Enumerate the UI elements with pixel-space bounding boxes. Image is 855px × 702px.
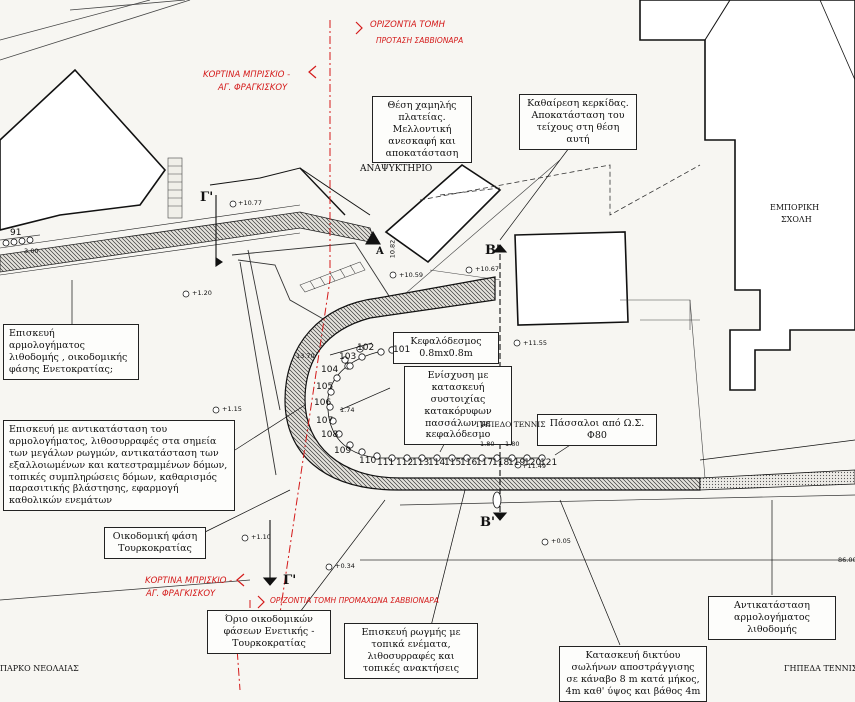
label-tennis-court: ΓΗΠΕΔΟ ΤΕΝΝΙΣ — [476, 420, 546, 429]
level-180b: 1.80 — [505, 440, 520, 448]
pile-number: 105 — [316, 382, 334, 392]
pile-number: 103 — [339, 352, 357, 362]
pile-number: 112 — [396, 458, 414, 468]
note-replace-masonry: Επισκευή με αντικατάσταση του αρμολογήμα… — [3, 420, 235, 512]
section-mark-g-bot: Γ' — [283, 573, 297, 588]
building-left — [0, 68, 167, 231]
note-cap-beam: Κεφαλόδεσμος 0.8mx0.8m — [393, 332, 499, 364]
level-115: +1.15 — [222, 405, 242, 413]
pile-number: 107 — [316, 416, 334, 426]
pile-number: 111 — [377, 458, 395, 468]
kiosk-building — [384, 163, 502, 264]
note-replace-joint: Αντικατάσταση αρμολογήματος λιθοδομής — [708, 596, 836, 640]
building-school — [639, 0, 855, 391]
level-300: 3.00 — [24, 247, 39, 255]
pile-number: 109 — [334, 446, 352, 456]
red-curtain-bot-2: ΑΓ. ΦΡΑΓΚΙΣΚΟΥ — [146, 589, 216, 599]
stair-left — [167, 157, 183, 219]
level-110: +1.10 — [251, 533, 271, 541]
level-1370: 13.70 — [296, 352, 315, 360]
red-curtain-bot-1: ΚΟΡΤΙΝΑ ΜΠΡΙΣΚΙΟ - — [145, 576, 233, 586]
pile-circles-top — [2, 236, 34, 247]
upper-boundary — [209, 167, 371, 216]
note-piles: Πάσσαλοι από Ω.Σ. Φ80 — [537, 414, 657, 446]
red-section-top-1: ΟΡΙΖΟΝΤΙΑ ΤΟΜΗ — [370, 20, 446, 30]
level-1059: +10.59 — [399, 271, 424, 279]
note-crack-repair: Επισκευή ρωγμής με τοπικά ενέματα, λιθοσ… — [344, 623, 478, 679]
section-mark-a: Α — [376, 246, 384, 257]
note-repair-masonry: Επισκευή αρμολογήματος λιθοδομής , οικοδ… — [3, 324, 139, 380]
level-174: 1.74 — [340, 406, 355, 414]
section-mark-b-top: Β' — [485, 243, 500, 258]
pile-number: 113 — [412, 458, 430, 468]
level-1077: +10.77 — [238, 199, 263, 207]
level-034: +0.34 — [335, 562, 355, 570]
pile-number: 101 — [393, 345, 411, 355]
label-school-1: ΕΜΠΟΡΙΚΗ — [770, 203, 820, 212]
level-1149: +11.49 — [522, 462, 547, 470]
note-drain-network: Κατασκευή δικτύου σωλήνων αποστράγγισης … — [559, 646, 707, 702]
level-1067: +10.67 — [475, 265, 500, 273]
level-120: +1.20 — [192, 289, 212, 297]
note-phase-limit: Όριο οικοδομικών φάσεων Ενετικής - Τουρκ… — [207, 610, 331, 654]
pile-number: 117 — [476, 458, 494, 468]
road-lines — [0, 0, 191, 241]
leader-lines — [71, 127, 773, 646]
note-reinforce: Ενίσχυση με κατασκευή συστοιχίας κατακόρ… — [404, 366, 512, 446]
plaza-stair — [299, 261, 366, 293]
label-school-2: ΣΧΟΛΗ — [781, 215, 812, 224]
level-1155: +11.55 — [523, 339, 548, 347]
pile-circles — [326, 345, 546, 462]
wall-strip-right — [699, 469, 855, 491]
pile-number: 119 — [508, 458, 526, 468]
pile-number: 102 — [357, 343, 375, 353]
note-ottoman-phase: Οικοδομική φάση Τουρκοκρατίας — [104, 527, 206, 559]
building-mid — [514, 231, 629, 326]
red-section-top-2: ΠΡΟΤΑΣΗ ΣΑΒΒΙΟΝΑΡΑ — [376, 36, 464, 45]
level-1082: 10.82 — [388, 239, 397, 259]
level-8600: 86.00 — [838, 556, 855, 564]
section-mark-g-top: Γ' — [200, 190, 214, 205]
label-tennis-courts: ΓΗΠΕΔΑ ΤΕΝΝΙΣ — [784, 664, 855, 673]
pile-number: 116 — [460, 458, 478, 468]
label-kiosk: ΑΝΑΨΥΚΤΗΡΙΟ — [360, 164, 433, 174]
level-005: +0.05 — [551, 537, 571, 545]
level-180a: 1.80 — [480, 440, 495, 448]
pile-number: 106 — [314, 398, 332, 408]
pile-label-91: 91 — [10, 228, 22, 238]
red-curtain-top-1: ΚΟΡΤΙΝΑ ΜΠΡΙΣΚΙΟ - — [203, 70, 291, 80]
note-removal: Καθαίρεση κερκίδας. Αποκατάσταση του τεί… — [519, 94, 637, 150]
dashed-lines — [419, 164, 701, 216]
level-markers — [182, 200, 549, 571]
pile-number: 115 — [444, 458, 462, 468]
note-platform: Θέση χαμηλής πλατείας. Μελλοντική ανεσκα… — [372, 96, 472, 164]
pile-number: 121 — [540, 458, 558, 468]
red-section-bot: ΟΡΙΖΟΝΤΙΑ ΤΟΜΗ ΠΡΟΜΑΧΩΝΑ ΣΑΒΒΙΟΝΑΡΑ — [270, 596, 439, 605]
pile-number: 104 — [321, 365, 339, 375]
label-youth-park: ΠΑΡΚΟ ΝΕΟΛΑΙΑΣ — [0, 664, 79, 673]
pile-number: 118 — [492, 458, 510, 468]
pile-number: 114 — [428, 458, 446, 468]
pile-number: 120 — [524, 458, 542, 468]
red-curtain-top-2: ΑΓ. ΦΡΑΓΚΙΣΚΟΥ — [218, 83, 288, 93]
pile-number: 108 — [321, 430, 339, 440]
red-chevrons — [236, 21, 363, 609]
section-mark-b-bot: Β' — [480, 515, 495, 530]
pile-number: 110 — [359, 456, 377, 466]
